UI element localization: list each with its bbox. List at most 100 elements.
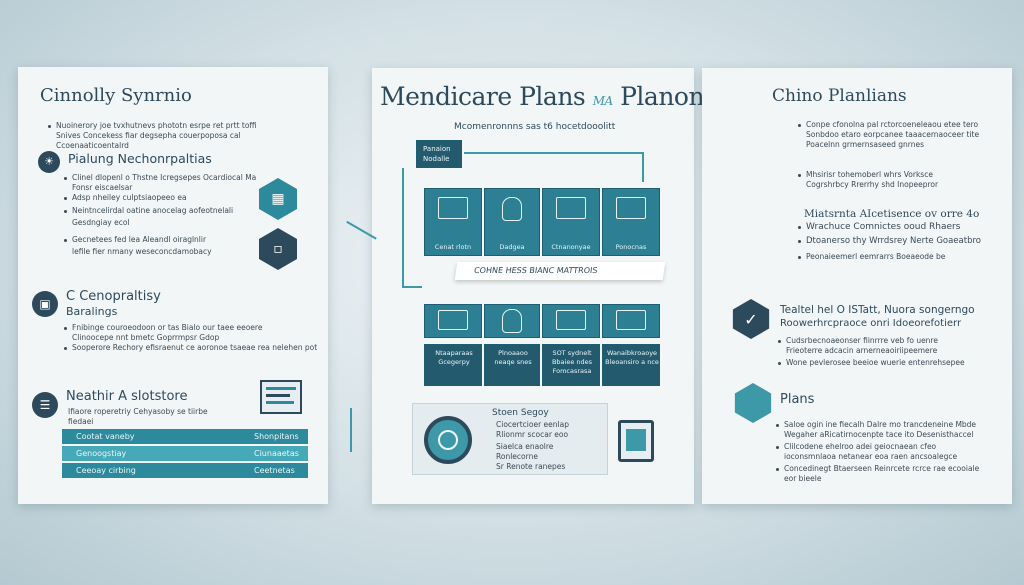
bottom-line: Ronlecorne (496, 452, 538, 461)
bullet (798, 256, 801, 259)
document-icon: ☰ (32, 392, 58, 418)
title-small: MA (592, 94, 613, 108)
bar-left-label: Genoogstiay (76, 449, 127, 458)
plans-heading: Plans (780, 392, 815, 407)
section-line: Conpe cfonolna pal rctorcoeneleaou etee … (806, 120, 979, 129)
section-line: Peonaieemerl eemrarrs Boeaeode be (806, 252, 946, 261)
plan-tile: Dadgea (484, 188, 540, 256)
section-heading: Tealtel hel O ISTatt, Nuora songerngo (780, 304, 975, 316)
section-line: Adsp nheiley culptsiaopeeo ea (72, 193, 187, 202)
bullet (778, 362, 781, 365)
intro-line: Nuoinerory joe tvxhutnevs phototn esrpe … (56, 121, 257, 130)
shield-icon: ▣ (32, 291, 58, 317)
plan-tile (424, 304, 482, 338)
connector-line (464, 152, 644, 182)
tile-label: SOT sydnelt Bbaiee ndes Fomcasrasa (551, 349, 593, 375)
summary-bar: Ceeoay cirbing Ceetnetas (62, 463, 308, 478)
section-line: Gecnetees fed lea Aleandl oiraglnlir (72, 235, 207, 244)
section-line: Clinel dlopenl o Thstne Icregsepes Ocard… (72, 173, 257, 182)
section-line: Sonbdoo etaro eorpcanee taaacernaoceer t… (806, 130, 980, 139)
bullet (776, 468, 779, 471)
section-heading: Neathir A slotstore (66, 389, 188, 404)
section-line: fiedaei (68, 417, 94, 426)
section-line: Wegaher aRicatirnocenpte tace ito Deseni… (784, 430, 974, 439)
bullet (64, 197, 67, 200)
top-box: Panaion Nodalle (416, 140, 462, 168)
center-subtitle: Mcomenronnns sas t6 hocetdooolitt (454, 122, 616, 132)
center-panel: Mendicare Plans MA Planons Mcomenronnns … (372, 68, 717, 504)
bar-right-label: Shonpitans (254, 432, 299, 441)
intro-line: Snives Concekess fiar degsepha couerpopo… (56, 131, 241, 140)
section-heading: C Cenopraltisy (66, 289, 161, 304)
plan-tile (542, 304, 600, 338)
bottom-heading: Stoen Segoy (492, 408, 549, 418)
tile-label: Ctnanonyae (551, 243, 591, 251)
section-line: Saloe ogin ine fiecalh Dalre mo trancden… (784, 420, 977, 429)
plan-tile (484, 304, 540, 338)
plans-hex-icon (732, 382, 774, 424)
plan-tile: Ponocnas (602, 188, 660, 256)
right-panel: Chino Planlians Conpe cfonolna pal rctor… (702, 68, 1012, 504)
tile-label: Cenat rlotn (434, 243, 472, 251)
left-panel: Cinnolly Synrnio Nuoinerory joe tvxhutne… (18, 67, 328, 504)
section-line: eor bieele (784, 474, 822, 483)
section-line: Clilcodene ehelroo adei geiocnaean cfeo (784, 442, 937, 451)
section-heading: Pialung Nechonrpaltias (68, 151, 212, 166)
bullet (778, 340, 781, 343)
bottom-line: Siaelca enaolre (496, 442, 554, 451)
section-line: Wrachuce Comnictes ooud Rhaers (806, 222, 961, 232)
section-line: Frieoterre adcacin arnerneaoiriipeemere (786, 346, 938, 355)
plan-tile (602, 304, 660, 338)
tile-label: Plnoaaoo neaqe snes (494, 349, 532, 366)
section-line: Gesdngiay ecol (72, 218, 130, 227)
section-line: Fonsr eiscaelsar (72, 183, 133, 192)
intro-line: Ccoenaaticoentalrd (56, 141, 129, 150)
bar-right-label: Ciunaaetas (254, 449, 299, 458)
bullet (798, 240, 801, 243)
section-line: lefile fier nmany weseconcdamobacy (72, 247, 212, 256)
bar-right-label: Ceetnetas (254, 466, 295, 475)
summary-bar: Cootat vaneby Shonpitans (62, 429, 308, 444)
right-panel-title: Chino Planlians (772, 86, 907, 106)
center-title: Mendicare Plans MA Planons (380, 82, 717, 111)
tile-label: Wanaibkroaoye Bleoansiro a nce (605, 349, 659, 366)
section-line: Cogrshrbcy Rrerrhy shd Inopeepror (806, 180, 939, 189)
top-box-label: Panaion (423, 145, 451, 153)
section-heading: Miatsrnta AIcetisence ov orre 4o (804, 208, 980, 220)
bar-left-label: Cootat vaneby (76, 432, 135, 441)
title-part: Mendicare Plans (380, 82, 586, 111)
section-line: Concedinegt Btaerseen Reinrcete rcrce ra… (784, 464, 980, 473)
phone-icon (618, 420, 654, 462)
bottom-line: Rlionmr scocar eoo (496, 430, 569, 439)
section-line: Dtoanerso thy Wrrdsrey Nerte Goaeatbro (806, 236, 982, 246)
section-line: Ifiaore roperetriy Cehyasoby se tiirbe (68, 407, 208, 416)
left-panel-title: Cinnolly Synrnio (40, 85, 192, 106)
plan-info-tile: Plnoaaoo neaqe snes (484, 344, 540, 386)
bullet (64, 177, 67, 180)
section-subheading: Baralings (66, 305, 118, 318)
hex-badge-icon: ☀ (38, 151, 60, 173)
plan-tile: Cenat rlotn (424, 188, 482, 256)
bullet (798, 124, 801, 127)
section-subheading: Roowerhrcpraoce onri Idoeorefotierr (780, 318, 962, 329)
bullet (776, 424, 779, 427)
top-box-label: Nodalle (423, 155, 450, 163)
section-line: Poacelnn grmernsaseed gnrnes (806, 140, 925, 149)
tile-label: Ntaaparaas Gcegerpy (435, 349, 473, 366)
bullet (64, 347, 67, 350)
bullet (64, 327, 67, 330)
bullet (64, 210, 67, 213)
bullet (798, 174, 801, 177)
title-part: Planons (620, 82, 717, 111)
bullet (798, 226, 801, 229)
bullet (776, 446, 779, 449)
connector-line (350, 408, 374, 452)
plan-tile: Ctnanonyae (542, 188, 600, 256)
bottom-line: Sr Renote ranepes (496, 462, 566, 471)
connector-line (337, 220, 377, 256)
plan-info-tile: Ntaaparaas Gcegerpy (424, 344, 482, 386)
section-line: Cudsrbecnoaeonser fiinrrre veb fo uenre (786, 336, 938, 345)
target-icon (424, 416, 472, 464)
bar-left-label: Ceeoay cirbing (76, 466, 136, 475)
bullet (48, 125, 51, 128)
